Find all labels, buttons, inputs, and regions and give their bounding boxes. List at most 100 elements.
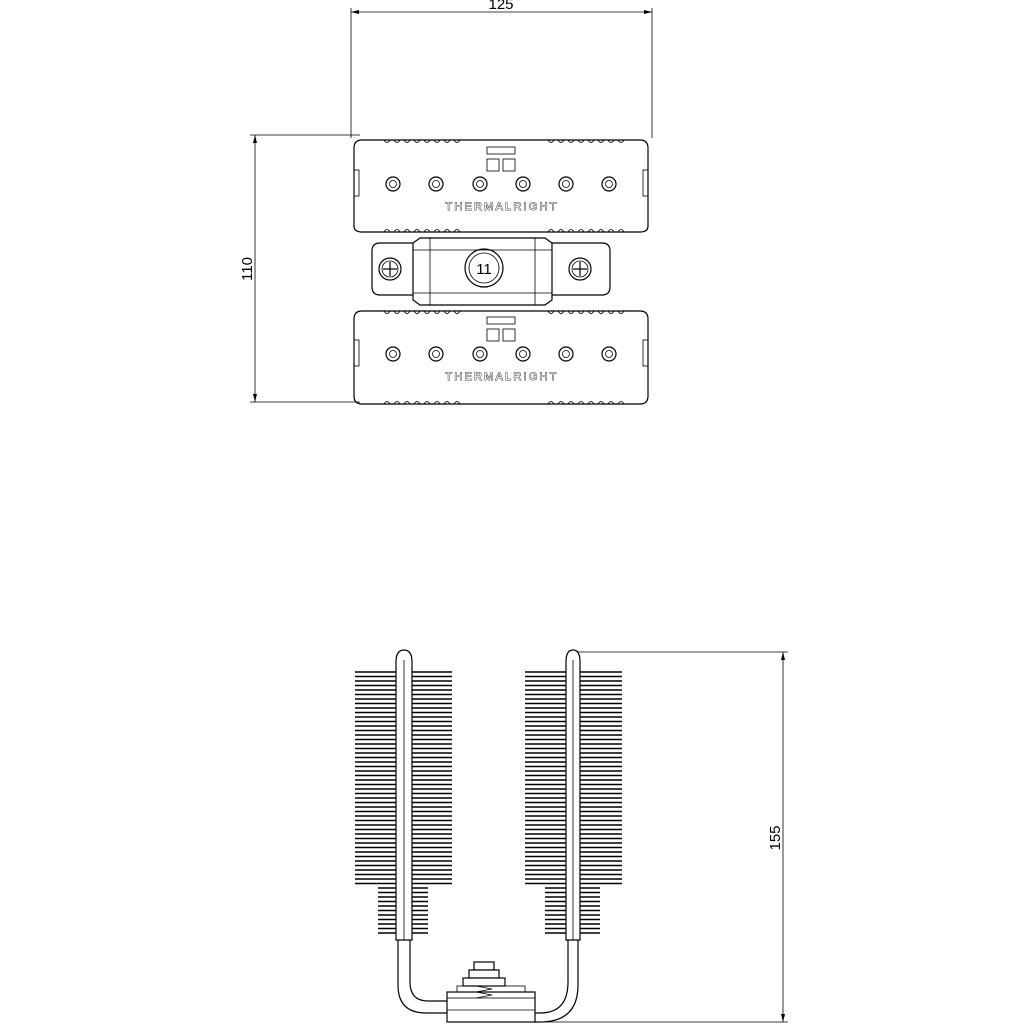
fin-notch	[383, 310, 391, 314]
mounting-bar: 11	[371, 237, 611, 306]
heatpipe-core	[476, 180, 484, 188]
fin-notch	[423, 229, 431, 233]
heatpipe-core	[562, 180, 570, 188]
fin-notch	[443, 310, 451, 314]
heatpipes	[395, 649, 581, 1023]
heatpipe-core	[562, 350, 570, 358]
heatpipe-hole	[385, 346, 401, 362]
heatpipe-hole	[558, 346, 574, 362]
fin-notch	[557, 310, 565, 314]
fin-notch	[423, 401, 431, 405]
lower-brand-text: THERMALRIGHT	[445, 371, 558, 383]
fin-notch	[393, 401, 401, 405]
brand-logo-icon-lower	[486, 316, 516, 342]
side-view: 155	[355, 649, 788, 1023]
fin-notch	[607, 139, 615, 143]
center-mount-icon: 11	[464, 248, 504, 288]
heatpipe-hole	[472, 176, 488, 192]
lower-fin-notches	[383, 310, 625, 405]
fin-notch	[567, 229, 575, 233]
fin-notch	[577, 401, 585, 405]
lower-fin-stack: THERMALRIGHT	[353, 310, 649, 405]
fin-notch	[597, 310, 605, 314]
heatpipe-hole	[558, 176, 574, 192]
fin-notch	[557, 139, 565, 143]
heatpipe-core	[389, 350, 397, 358]
heatpipe-hole	[428, 176, 444, 192]
fin-notch	[443, 401, 451, 405]
heatpipe-core	[432, 350, 440, 358]
fin-notch	[617, 139, 625, 143]
fin-notch	[587, 310, 595, 314]
fin-notch	[617, 310, 625, 314]
fin-notch	[567, 401, 575, 405]
right-screw-icon	[568, 257, 592, 281]
upper-fin-notches	[383, 139, 625, 233]
heatpipe-core	[389, 180, 397, 188]
height-dimension-label: 110	[239, 257, 256, 281]
fin-notch	[383, 229, 391, 233]
lower-heatpipe-holes	[385, 346, 617, 362]
fin-notch	[597, 401, 605, 405]
center-mount-label: 11	[476, 261, 492, 278]
fin-notch	[607, 310, 615, 314]
fin-notch	[433, 229, 441, 233]
fin-notch	[383, 139, 391, 143]
heatpipe-core	[605, 350, 613, 358]
fin-notch	[393, 310, 401, 314]
left-screw-icon	[378, 257, 402, 281]
fin-notch	[403, 401, 411, 405]
height-dimension: 110	[239, 134, 360, 403]
fin-notch	[557, 401, 565, 405]
fin-notch	[413, 310, 421, 314]
mounting-screw-icon	[462, 961, 506, 999]
fin-notch	[557, 229, 565, 233]
fin-notch	[547, 139, 555, 143]
fin-notch	[453, 139, 461, 143]
heatpipe-core	[519, 350, 527, 358]
fin-notch	[423, 310, 431, 314]
fin-notch	[547, 310, 555, 314]
heatpipe-core	[519, 180, 527, 188]
fin-notch	[413, 139, 421, 143]
fin-notch	[443, 229, 451, 233]
total-height-dimension-label: 155	[767, 825, 784, 850]
fin-notch	[433, 310, 441, 314]
fin-notch	[577, 310, 585, 314]
fin-notch	[443, 139, 451, 143]
fin-notch	[577, 229, 585, 233]
fin-notch	[453, 229, 461, 233]
fin-notch	[597, 139, 605, 143]
heatpipe-hole	[472, 346, 488, 362]
fin-notch	[597, 229, 605, 233]
fin-notch	[607, 229, 615, 233]
top-view: 125 110 THERMALRIGHT	[239, 0, 653, 405]
fin-notch	[403, 229, 411, 233]
fin-notch	[617, 401, 625, 405]
fin-notch	[433, 139, 441, 143]
fin-notch	[433, 401, 441, 405]
fin-notch	[587, 229, 595, 233]
heatpipe-hole	[601, 176, 617, 192]
fin-notch	[587, 401, 595, 405]
total-height-dimension: 155	[535, 651, 788, 1023]
fin-notch	[453, 401, 461, 405]
fin-notch	[413, 401, 421, 405]
fin-notch	[617, 229, 625, 233]
fin-notch	[577, 139, 585, 143]
fin-notch	[567, 139, 575, 143]
fin-notch	[587, 139, 595, 143]
fin-notch	[567, 310, 575, 314]
fin-notch	[453, 310, 461, 314]
fin-notch	[403, 139, 411, 143]
fin-notch	[393, 139, 401, 143]
width-dimension: 125	[350, 0, 653, 138]
upper-heatpipe-holes	[385, 176, 617, 192]
heatpipe-core	[605, 180, 613, 188]
fin-notch	[383, 401, 391, 405]
heatpipe-hole	[601, 346, 617, 362]
heatpipe-hole	[515, 346, 531, 362]
width-dimension-label: 125	[488, 0, 513, 13]
fin-notch	[423, 139, 431, 143]
